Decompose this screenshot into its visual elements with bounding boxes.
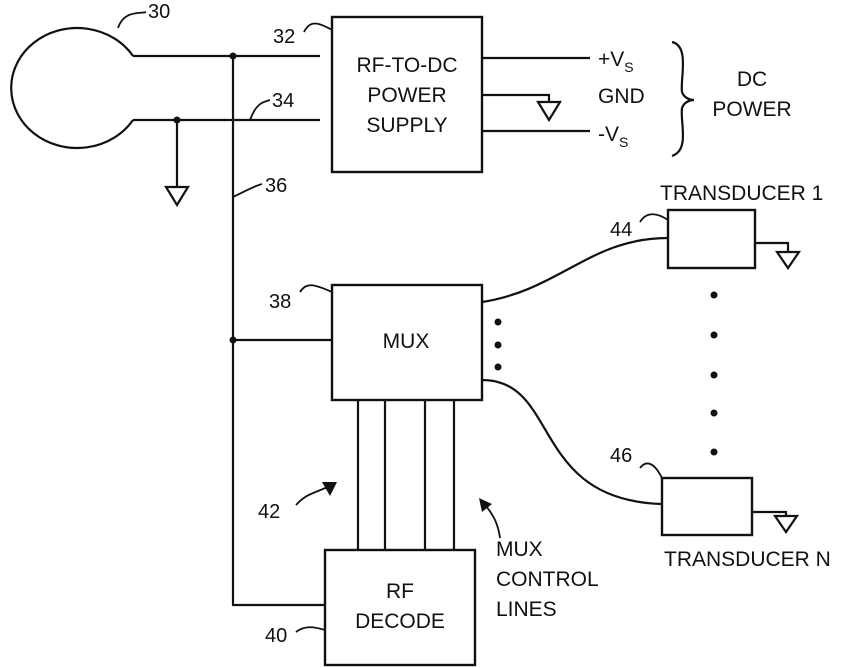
pos-voltage-label: +VS bbox=[598, 48, 634, 75]
rf-decode-block bbox=[325, 550, 475, 665]
transducer-1-label: TRANSDUCER 1 bbox=[660, 182, 823, 205]
mux-control-arrow bbox=[486, 506, 500, 538]
ref-leader-40 bbox=[296, 627, 325, 632]
power-supply-line3: SUPPLY bbox=[366, 114, 447, 137]
rf-decode-line2: DECODE bbox=[355, 610, 445, 633]
transducer-1-ground-wire bbox=[755, 243, 788, 252]
transducer-n-wire bbox=[482, 380, 662, 504]
ellipsis-dot bbox=[711, 449, 718, 456]
ref-42: 42 bbox=[258, 501, 280, 523]
dc-power-line2: POWER bbox=[712, 98, 791, 121]
mux-control-line3: LINES bbox=[496, 598, 557, 621]
dc-power-brace bbox=[672, 42, 694, 156]
mux-control-line1: MUX bbox=[496, 538, 543, 561]
ground-icon bbox=[538, 102, 560, 120]
mux-output-dot bbox=[495, 364, 502, 371]
junction-dot bbox=[230, 53, 237, 60]
ref-leader-46 bbox=[640, 463, 662, 478]
ref-32: 32 bbox=[273, 26, 295, 48]
ground-icon bbox=[166, 187, 188, 205]
ref-44: 44 bbox=[610, 219, 632, 241]
ref-46: 46 bbox=[610, 445, 632, 467]
ref-36: 36 bbox=[265, 175, 287, 197]
neg-voltage-label: -VS bbox=[598, 123, 628, 150]
mux-control-line2: CONTROL bbox=[496, 568, 599, 591]
ref-leader-38 bbox=[300, 285, 332, 292]
gnd-label: GND bbox=[598, 85, 645, 108]
ref-40: 40 bbox=[265, 625, 287, 647]
transducer-n-label: TRANSDUCER N bbox=[664, 548, 831, 571]
ref-leader-32 bbox=[304, 24, 332, 33]
power-supply-line1: RF-TO-DC bbox=[356, 54, 457, 77]
mux-output-dot bbox=[495, 342, 502, 349]
ref-leader-34 bbox=[250, 100, 270, 120]
ref-30: 30 bbox=[148, 1, 170, 23]
ellipsis-dot bbox=[711, 332, 718, 339]
ellipsis-dot bbox=[711, 292, 718, 299]
dc-power-line1: DC bbox=[737, 68, 767, 91]
transducer-1-wire bbox=[482, 238, 668, 302]
power-supply-line2: POWER bbox=[367, 84, 446, 107]
rf-bus-wire bbox=[233, 56, 332, 605]
ref-leader-44 bbox=[640, 214, 668, 222]
ellipsis-dot bbox=[711, 410, 718, 417]
ellipsis-dot bbox=[711, 372, 718, 379]
transducer-1-block bbox=[668, 210, 755, 268]
ground-icon bbox=[775, 516, 797, 532]
ref-34: 34 bbox=[272, 90, 294, 112]
mux-output-dot bbox=[495, 319, 502, 326]
mux-label: MUX bbox=[383, 330, 430, 353]
ref-leader-30 bbox=[118, 12, 146, 28]
transducer-n-block bbox=[662, 478, 752, 535]
ref-38: 38 bbox=[269, 291, 291, 313]
ref-arrow-42 bbox=[296, 486, 330, 505]
ref-leader-36 bbox=[233, 184, 262, 197]
rf-decode-line1: RF bbox=[386, 580, 414, 603]
ground-icon bbox=[777, 252, 799, 268]
